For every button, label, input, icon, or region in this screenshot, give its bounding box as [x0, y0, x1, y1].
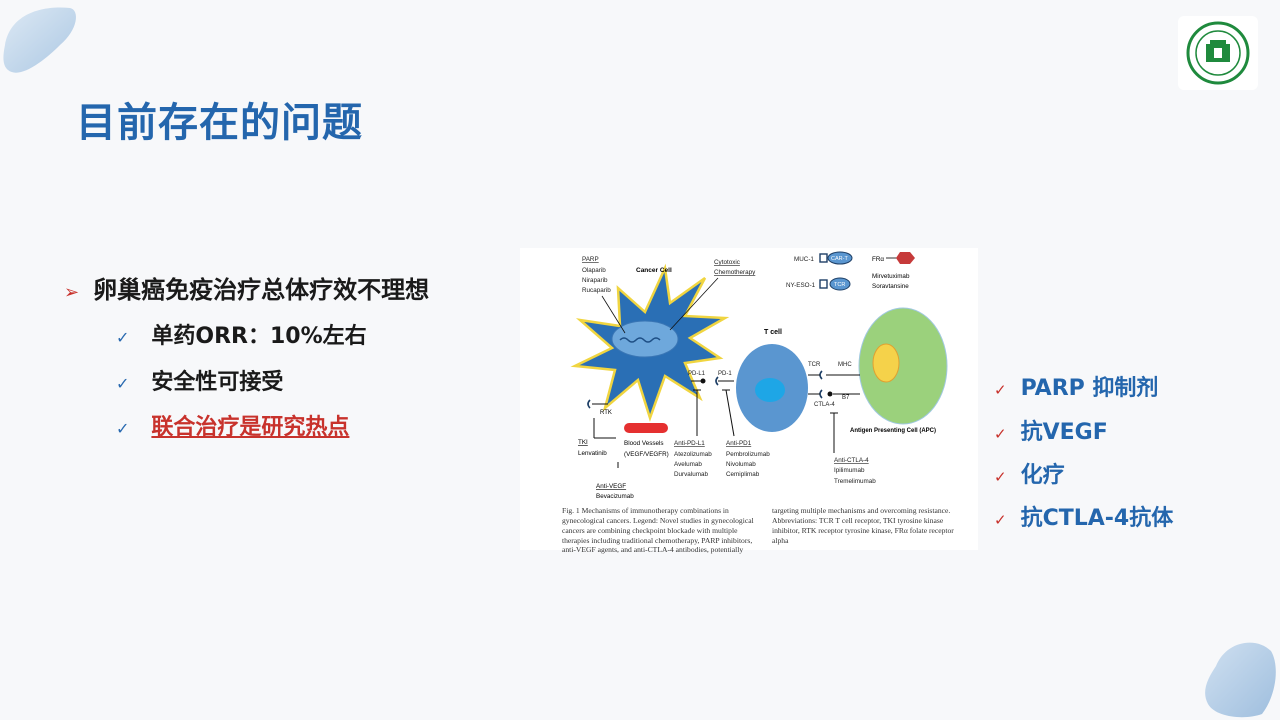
cytotoxic-label: Cytotoxic — [714, 259, 740, 266]
olaparib-label: Olaparib — [582, 267, 606, 274]
soravtansine-label: Soravtansine — [872, 283, 909, 290]
arrow-bullet-icon: ➢ — [64, 282, 80, 303]
niraparib-label: Niraparib — [582, 277, 608, 284]
check-icon: ✓ — [116, 419, 130, 438]
ipilimumab-label: Ipilimumab — [834, 467, 865, 474]
check-icon: ✓ — [994, 511, 1007, 529]
avelumab-label: Avelumab — [674, 461, 702, 468]
chemotherapy-label: Chemotherapy — [714, 269, 756, 276]
right-list-text: 抗CTLA-4抗体 — [1020, 506, 1174, 531]
corner-decoration-bottom-right — [1205, 642, 1276, 718]
right-list-text: PARP 抑制剂 — [1020, 376, 1159, 401]
corner-decoration-top-left — [3, 7, 76, 73]
sub-bullet-orr: ✓ 单药ORR：10%左右 — [116, 318, 367, 350]
right-list-item-parp: ✓ PARP 抑制剂 — [994, 370, 1158, 402]
pembrolizumab-label: Pembrolizumab — [726, 451, 770, 458]
sub-bullet-text-highlight: 联合治疗是研究热点 — [151, 415, 350, 440]
ctla4-label: CTLA-4 — [814, 402, 835, 408]
right-list-text: 抗VEGF — [1020, 420, 1108, 445]
bevacizumab-label: Bevacizumab — [596, 493, 634, 500]
right-list-item-ctla4: ✓ 抗CTLA-4抗体 — [994, 500, 1173, 532]
rtk-label: RTK — [600, 410, 612, 416]
figure-caption: Fig. 1 Mechanisms of immunotherapy combi… — [562, 506, 954, 555]
tremelimumab-label: Tremelimumab — [834, 478, 876, 485]
b7-label: B7 — [842, 395, 850, 401]
tki-label: TKI — [578, 439, 588, 446]
tcr-box-label: TCR — [834, 282, 845, 288]
right-list-text: 化疗 — [1020, 463, 1065, 488]
apc-label: Antigen Presenting Cell (APC) — [850, 428, 936, 434]
page-title: 目前存在的问题 — [76, 100, 363, 146]
sub-bullet-safety: ✓ 安全性可接受 — [116, 364, 283, 396]
check-icon: ✓ — [994, 425, 1007, 443]
mirvetuximab-label: Mirvetuximab — [872, 273, 910, 280]
anti-vegf-label: Anti-VEGF — [596, 483, 626, 490]
cancer-cell-nucleus — [611, 320, 679, 358]
durvalumab-label: Durvalumab — [674, 471, 708, 478]
vegf-vegfr-label: (VEGF/VEGFR) — [624, 451, 669, 458]
lenvatinib-label: Lenvatinib — [578, 450, 607, 457]
rucaparib-label: Rucaparib — [582, 287, 611, 294]
check-icon: ✓ — [116, 328, 130, 347]
nivolumab-label: Nivolumab — [726, 461, 756, 468]
pd-l1-label: PD-L1 — [688, 371, 706, 377]
check-icon: ✓ — [116, 374, 130, 393]
nyeso-label: NY-ESO-1 — [786, 282, 816, 289]
anti-pdl1-label: Anti-PD-L1 — [674, 440, 705, 447]
blood-vessel-shape — [624, 423, 668, 433]
blood-vessels-label: Blood Vessels — [624, 440, 664, 447]
right-list-item-vegf: ✓ 抗VEGF — [994, 414, 1108, 446]
sub-bullet-text: 单药ORR：10%左右 — [151, 324, 367, 349]
hospital-logo — [1178, 16, 1258, 90]
anti-pd1-label: Anti-PD1 — [726, 440, 752, 447]
t-cell-label: T cell — [764, 329, 782, 336]
cancer-cell-label: Cancer Cell — [636, 267, 672, 274]
sub-bullet-text: 安全性可接受 — [151, 370, 284, 395]
main-bullet-text: 卵巢癌免疫治疗总体疗效不理想 — [93, 276, 430, 304]
main-bullet: ➢ 卵巢癌免疫治疗总体疗效不理想 — [64, 270, 429, 305]
anti-ctla4-label: Anti-CTLA-4 — [834, 457, 869, 464]
parp-label: PARP — [582, 256, 599, 263]
tcr-label: TCR — [808, 362, 821, 368]
muc1-label: MUC-1 — [794, 256, 814, 263]
check-icon: ✓ — [994, 381, 1007, 399]
mechanism-figure: Cancer Cell PARP Olaparib Niraparib Ruca… — [520, 248, 978, 554]
car-t-label: CAR-T — [831, 256, 848, 262]
fra-label: FRα — [872, 256, 884, 263]
apc-shape — [858, 307, 948, 425]
atezolizumab-label: Atezolizumab — [674, 451, 712, 458]
pd-1-label: PD-1 — [718, 371, 732, 377]
mhc-label: MHC — [838, 362, 852, 368]
check-icon: ✓ — [994, 468, 1007, 486]
sub-bullet-combination: ✓ 联合治疗是研究热点 — [116, 409, 349, 441]
right-list-item-chemo: ✓ 化疗 — [994, 457, 1065, 489]
cemiplimab-label: Cemiplimab — [726, 471, 760, 478]
